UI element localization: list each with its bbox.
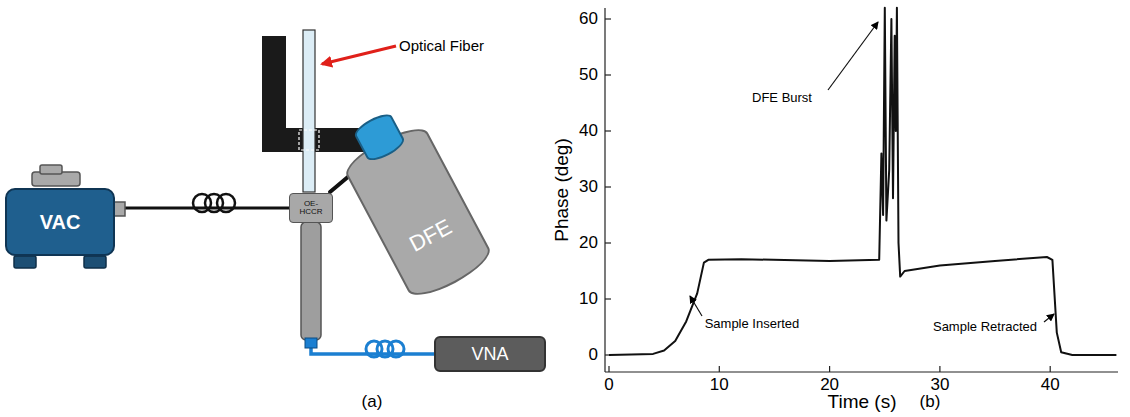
- tick-label: 50: [579, 66, 598, 85]
- cable-coils: [366, 341, 404, 357]
- tick-label: 10: [710, 376, 729, 395]
- annotation: Sample Inserted: [703, 317, 802, 331]
- tick-label: 40: [1041, 376, 1060, 395]
- panel-label: (a): [362, 393, 383, 412]
- pump-foot: [14, 256, 36, 268]
- part-label: Optical Fiber: [399, 38, 484, 55]
- axis-title: Phase (deg): [552, 138, 573, 242]
- tick-label: 30: [930, 376, 949, 395]
- node-label: VAC: [40, 211, 81, 234]
- annotation-arrows: [690, 22, 1054, 322]
- vacuum-pump: VAC: [5, 188, 115, 256]
- node-label: DFE: [405, 214, 456, 258]
- fiber-clamp: [299, 130, 319, 150]
- panel-label: (b): [920, 393, 941, 412]
- tube-coils: [193, 194, 235, 212]
- tick-label: 20: [579, 234, 598, 253]
- optical-fiber: [303, 30, 315, 192]
- annotation: Sample Retracted: [931, 320, 1039, 334]
- probe-handle: [301, 222, 321, 340]
- dfe-cylinder: DFE: [340, 120, 496, 304]
- leader-arrow: [322, 46, 396, 64]
- node-label: VNA: [471, 344, 508, 365]
- vna-instrument: VNA: [434, 336, 546, 372]
- tick-label: 40: [579, 122, 598, 141]
- axis-title: Time (s): [828, 392, 897, 413]
- vacuum-tube: [115, 207, 289, 210]
- tick-label: 30: [579, 178, 598, 197]
- axis-ticks: [605, 19, 1050, 372]
- cable-boot: [305, 338, 317, 348]
- pump-knob: [40, 165, 62, 174]
- annotation: DFE Burst: [750, 91, 814, 105]
- tick-label: 0: [604, 376, 613, 395]
- dfe-cap: [352, 110, 408, 165]
- tick-label: 60: [579, 10, 598, 29]
- phase-curve: [609, 8, 1116, 355]
- chart-axes: [605, 8, 1118, 372]
- probe-head: OE-HCCR: [289, 193, 333, 223]
- pump-foot: [84, 256, 106, 268]
- node-label: OE-HCCR: [294, 200, 328, 217]
- tick-label: 0: [589, 346, 598, 365]
- tick-label: 10: [579, 290, 598, 309]
